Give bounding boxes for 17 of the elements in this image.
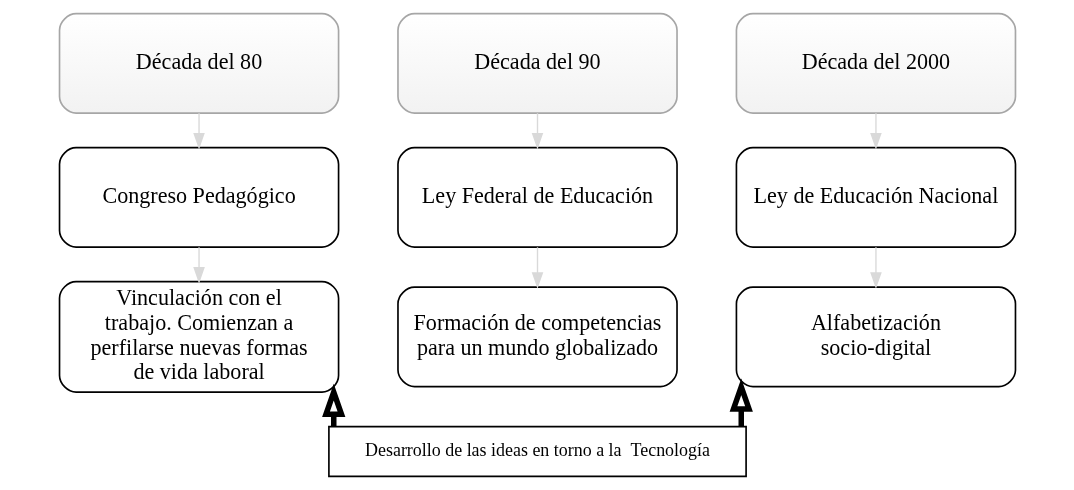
node-box: Ley Federal de Educación — [396, 146, 678, 248]
node-box: Formación de competencias para un mundo globalizado — [396, 286, 678, 388]
node-box: Vinculación con el trabajo. Comienzan a perfilarse nuevas formas de vida laboral — [58, 280, 339, 393]
node-box: Desarrollo de las ideas en torno a la Tecnología — [327, 425, 747, 478]
arrow — [531, 246, 543, 289]
arrow — [869, 246, 882, 289]
arrow — [869, 112, 882, 150]
arrow — [729, 378, 753, 427]
node-box: Década del 80 — [58, 12, 339, 114]
node-box: Década del 2000 — [735, 12, 1016, 114]
arrow — [192, 112, 205, 150]
arrow — [192, 246, 205, 284]
arrow — [531, 112, 543, 150]
node-box: Ley de Educación Nacional — [735, 146, 1016, 248]
node-box: Década del 90 — [396, 12, 678, 114]
node-box: Congreso Pedagógico — [58, 146, 339, 248]
node-box: Alfabetización socio-digital — [735, 286, 1016, 388]
